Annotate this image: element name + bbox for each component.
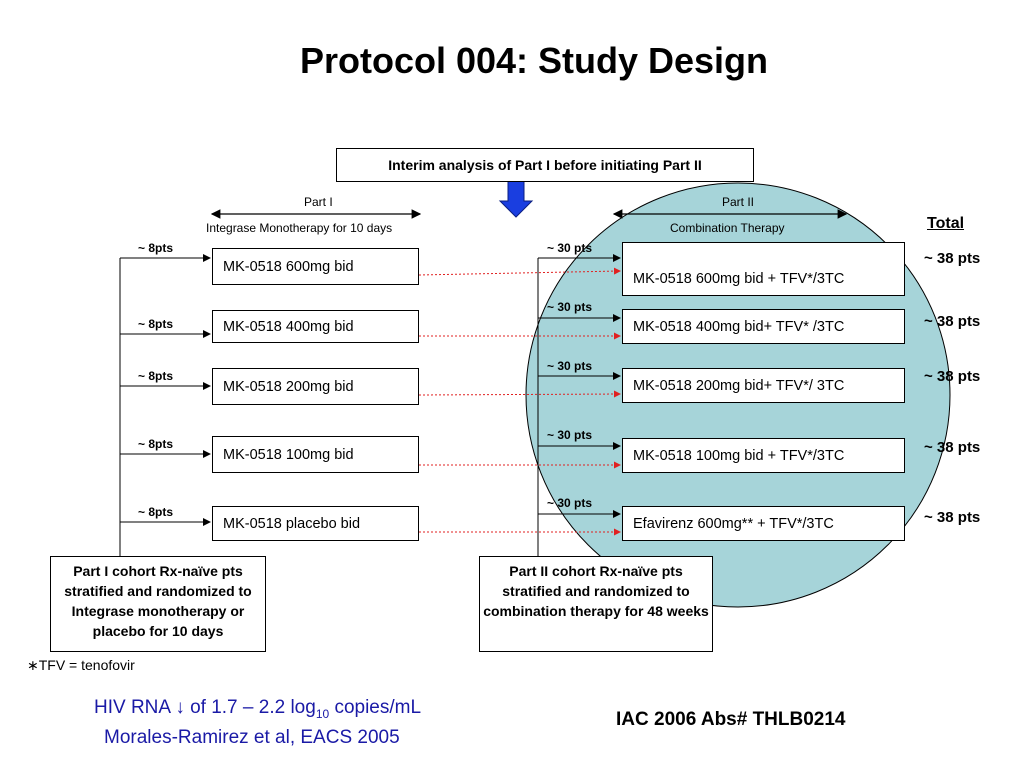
part1-pts-label: ~ 8pts xyxy=(138,437,174,451)
hiv-text-sub: 10 xyxy=(315,706,330,721)
part1-arm-box: MK-0518 400mg bid xyxy=(212,310,419,343)
part1-sublabel: Integrase Monotherapy for 10 days xyxy=(206,221,393,235)
part1-label: Part I xyxy=(304,195,333,209)
hiv-text-mid: of 1.7 – 2.2 log xyxy=(184,697,316,718)
part2-cohort-box: Part II cohort Rx-naïve pts stratified a… xyxy=(479,556,713,652)
part2-arm-box: MK-0518 400mg bid+ TFV* /3TC xyxy=(622,309,905,344)
part1-arm-box: MK-0518 100mg bid xyxy=(212,436,419,473)
hiv-text-pre: HIV RNA xyxy=(94,697,176,718)
total-pts-label: ~ 38 pts xyxy=(924,439,981,456)
part2-pts-label: ~ 30 pts xyxy=(547,241,593,255)
total-pts-label: ~ 38 pts xyxy=(924,313,981,330)
part1-cohort-box: Part I cohort Rx-naïve pts stratified an… xyxy=(50,556,266,652)
total-pts-label: ~ 38 pts xyxy=(924,509,981,526)
part1-pts-label: ~ 8pts xyxy=(138,505,174,519)
part2-pts-label: ~ 30 pts xyxy=(547,496,593,510)
interim-analysis-box: Interim analysis of Part I before initia… xyxy=(336,148,754,182)
total-pts-label: ~ 38 pts xyxy=(924,368,981,385)
dotted-connector xyxy=(418,267,621,276)
part2-arm-box: Efavirenz 600mg** + TFV*/3TC xyxy=(622,506,905,541)
down-arrow-icon xyxy=(498,179,534,218)
total-header: Total xyxy=(927,215,965,232)
reference-citation: Morales-Ramirez et al, EACS 2005 xyxy=(104,727,400,748)
part2-label: Part II xyxy=(722,195,755,209)
hiv-text-post: copies/mL xyxy=(329,697,422,718)
part1-arm-box: MK-0518 200mg bid xyxy=(212,368,419,405)
part2-sublabel: Combination Therapy xyxy=(670,221,785,235)
hiv-rna-result: HIV RNA ↓ of 1.7 – 2.2 log10 copies/mL xyxy=(94,697,421,721)
part2-arm-box: MK-0518 200mg bid+ TFV*/ 3TC xyxy=(622,368,905,403)
part1-arm-box: MK-0518 placebo bid xyxy=(212,506,419,541)
part2-pts-label: ~ 30 pts xyxy=(547,300,593,314)
part2-pts-label: ~ 30 pts xyxy=(547,428,593,442)
down-arrow-glyph-icon: ↓ xyxy=(175,697,185,718)
footnote: ∗TFV = tenofovir xyxy=(27,657,135,673)
part2-arm-box: MK-0518 600mg bid + TFV*/3TC xyxy=(622,242,905,296)
abstract-reference: IAC 2006 Abs# THLB0214 xyxy=(616,709,846,730)
part2-pts-label: ~ 30 pts xyxy=(547,359,593,373)
part1-pts-label: ~ 8pts xyxy=(138,317,174,331)
dotted-connector xyxy=(418,390,621,398)
total-pts-label: ~ 38 pts xyxy=(924,250,981,267)
part1-arm-box: MK-0518 600mg bid xyxy=(212,248,419,285)
part1-pts-label: ~ 8pts xyxy=(138,369,174,383)
part2-arm-box: MK-0518 100mg bid + TFV*/3TC xyxy=(622,438,905,473)
part1-pts-label: ~ 8pts xyxy=(138,241,174,255)
page-title: Protocol 004: Study Design xyxy=(299,40,769,81)
